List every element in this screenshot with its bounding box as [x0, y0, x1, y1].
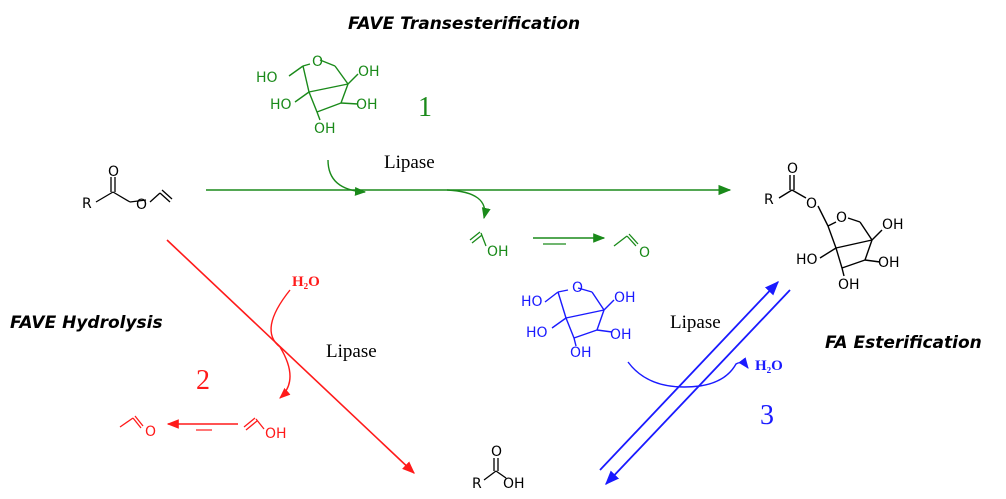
atom-r: R — [82, 196, 92, 212]
atom-r: R — [764, 192, 774, 208]
atom-oh: OH — [610, 327, 632, 343]
water-label-hydrolysis: H₂O — [292, 274, 320, 290]
lipase-label-transesterification: Lipase — [384, 152, 435, 173]
arrow-water-out-blue — [699, 357, 749, 387]
glucose-molecule-green — [288, 59, 359, 121]
atom-oh: OH — [878, 255, 900, 271]
lipase-label-hydrolysis: Lipase — [326, 341, 377, 362]
atom-ho: HO — [521, 294, 543, 310]
atom-ho: HO — [796, 252, 818, 268]
atom-r: R — [472, 476, 482, 492]
sugar-ester-product-molecule — [778, 175, 883, 277]
atom-o: O — [836, 210, 847, 226]
atom-oh: OH — [503, 476, 525, 492]
atom-oh: OH — [356, 97, 378, 113]
vinyl-alcohol-molecule-red — [243, 417, 265, 431]
arrow-esterification-reverse — [605, 289, 791, 486]
acetaldehyde-molecule-green — [613, 233, 639, 247]
pathway-number-2: 2 — [196, 365, 210, 396]
acetaldehyde-molecule-red — [119, 415, 144, 429]
heading-fa-esterification: FA Esterification — [825, 333, 982, 353]
atom-oh: OH — [487, 244, 509, 260]
atom-o: O — [787, 161, 798, 177]
atom-o: O — [491, 444, 502, 460]
pathway-number-1: 1 — [418, 92, 432, 123]
atom-o: O — [136, 197, 147, 213]
arrow-glucose-in — [327, 159, 367, 196]
atom-ho: HO — [526, 325, 548, 341]
fatty-acid-molecule — [483, 458, 507, 481]
arrow-hydrolysis — [166, 239, 415, 474]
atom-o: O — [806, 196, 817, 212]
atom-o: O — [312, 54, 323, 70]
atom-oh: OH — [882, 217, 904, 233]
atom-o: O — [145, 424, 156, 440]
atom-oh: OH — [358, 64, 380, 80]
heading-fave-hydrolysis: FAVE Hydrolysis — [10, 313, 163, 333]
vinyl-alcohol-molecule-green — [469, 231, 487, 247]
arrow-vinyl-alcohol-out — [446, 189, 491, 220]
arrow-water-in-red — [270, 289, 291, 348]
water-label-esterification: H₂O — [755, 358, 783, 374]
atom-o: O — [108, 164, 119, 180]
arrow-vinyl-alcohol-out-red — [279, 346, 291, 399]
atom-oh: OH — [570, 345, 592, 361]
arrow-esterification-forward — [599, 280, 779, 471]
atom-o: O — [639, 245, 650, 261]
atom-oh: OH — [614, 290, 636, 306]
atom-o: O — [572, 280, 583, 296]
atom-oh: OH — [838, 277, 860, 293]
atom-oh: OH — [314, 121, 336, 137]
atom-ho: HO — [256, 70, 278, 86]
arrow-glucose-in-blue — [627, 361, 701, 388]
lipase-label-esterification: Lipase — [670, 312, 721, 333]
vinyl-ester-molecule — [95, 177, 173, 203]
atom-oh: OH — [265, 426, 287, 442]
heading-fave-transesterification: FAVE Transesterification — [348, 14, 581, 34]
atom-ho: HO — [270, 97, 292, 113]
glucose-molecule-blue — [544, 287, 615, 347]
pathway-number-3: 3 — [760, 400, 774, 431]
